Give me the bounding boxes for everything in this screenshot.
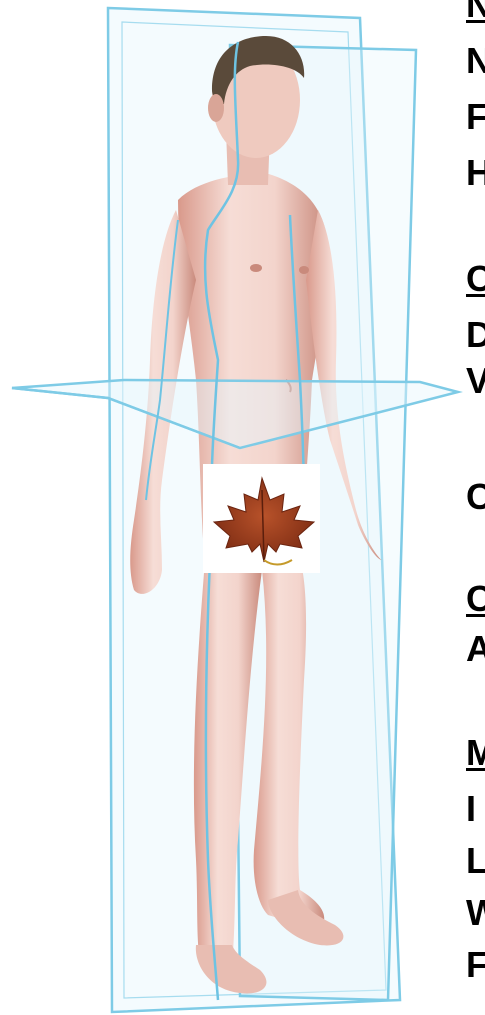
caption-line-6: C: [466, 476, 485, 518]
caption-line-8: I: [466, 788, 476, 830]
caption-line-5: V: [466, 360, 485, 402]
section-heading-3: C: [466, 578, 485, 620]
section-heading-4: M: [466, 732, 485, 774]
section-heading-2: C: [466, 258, 485, 300]
caption-line-9: L: [466, 840, 485, 882]
caption-line-11: F: [466, 944, 485, 986]
caption-line-10: W: [466, 892, 485, 934]
caption-line-7: A: [466, 628, 485, 670]
section-heading-1: N: [466, 0, 485, 26]
caption-line-4: D: [466, 314, 485, 356]
caption-line-3: H: [466, 152, 485, 194]
caption-line-2: F: [466, 96, 485, 138]
caption-line-1: N: [466, 40, 485, 82]
